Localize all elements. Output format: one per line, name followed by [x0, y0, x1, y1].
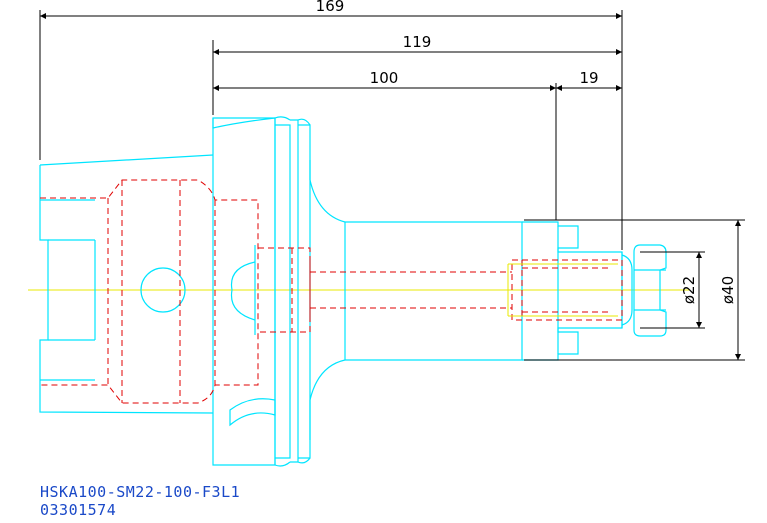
nose-outline — [522, 221, 633, 361]
hidden-lines — [40, 179, 623, 404]
hsk-shank-outline — [39, 154, 214, 414]
thread-lines — [507, 263, 618, 317]
part-number: 03301574 — [40, 501, 117, 519]
dim-gauge-length: 119 — [403, 33, 432, 51]
dim-nose-diameter: ø40 — [719, 276, 737, 304]
dim-body-length: 100 — [370, 69, 399, 87]
flange-outline — [212, 116, 311, 467]
dim-overall-length: 169 — [316, 0, 345, 15]
title-block: HSKA100-SM22-100-F3L1 03301574 — [40, 483, 240, 519]
end-screw — [633, 244, 667, 337]
part-code: HSKA100-SM22-100-F3L1 — [40, 483, 241, 501]
dimension-lines — [39, 10, 745, 361]
dim-bore-diameter: ø22 — [680, 276, 698, 304]
dim-nose-length: 19 — [579, 69, 598, 87]
cross-hole — [140, 267, 186, 313]
